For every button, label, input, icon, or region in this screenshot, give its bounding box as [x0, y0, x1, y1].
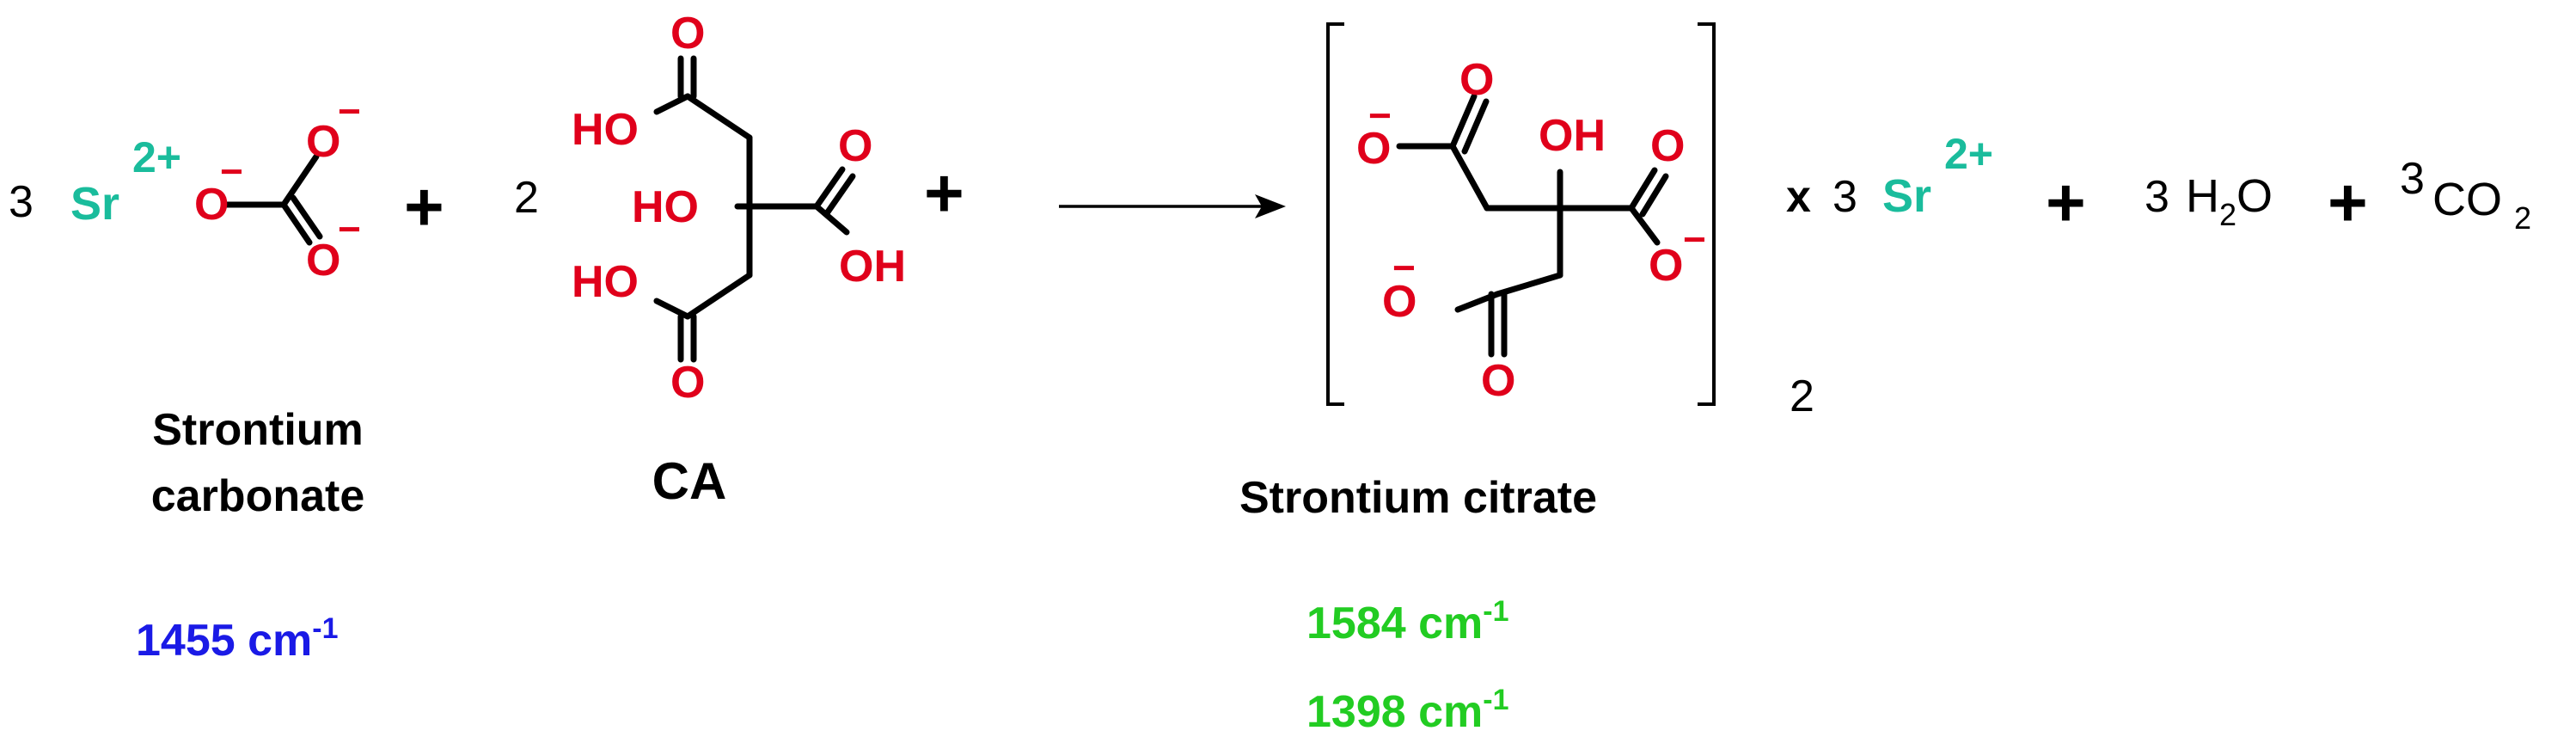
- oxygen-atom: O: [838, 121, 872, 171]
- multiplication-sign: x: [1786, 172, 1811, 222]
- bracket-subscript: 2: [1790, 372, 1814, 421]
- plus-sign: +: [924, 155, 964, 231]
- minus-charge: −: [1392, 245, 1416, 290]
- hydroxyl-group: HO: [632, 182, 699, 232]
- hydroxyl-group: HO: [572, 257, 639, 307]
- oxygen-atom: O: [306, 236, 340, 286]
- c-oh-bond: [653, 93, 691, 115]
- minus-charge: −: [338, 206, 361, 251]
- c-o-double-bond: [813, 166, 846, 210]
- c-o-single-bond: [1628, 205, 1661, 246]
- sr-ion-charge: 2+: [1944, 130, 1993, 178]
- label-ca: CA: [652, 452, 727, 510]
- label-strontium-carbonate-line1: Strontium: [152, 405, 364, 455]
- hydroxyl-group: OH: [1539, 111, 1606, 161]
- wavenumber-carbonate: 1455 cm-1: [136, 612, 339, 666]
- minus-charge: −: [1683, 217, 1706, 261]
- oxygen-atom: O: [194, 180, 229, 230]
- c-o-double-bond: [290, 194, 323, 240]
- sr-ion-charge: 2+: [132, 133, 181, 181]
- c-oh-bond: [653, 298, 691, 320]
- c-o-double-bond: [823, 173, 856, 217]
- plus-sign: +: [2046, 164, 2086, 241]
- water-formula: H2O: [2186, 170, 2273, 232]
- citric-acid-skeleton: [653, 55, 856, 363]
- sr-ion-symbol: Sr: [1882, 170, 1931, 222]
- wavenumber-citrate-2: 1398 cm-1: [1306, 684, 1509, 737]
- coefficient-sr-carbonate: 3: [9, 177, 34, 227]
- c-o-double-bond: [1449, 93, 1478, 150]
- hydroxyl-group: OH: [839, 242, 906, 292]
- minus-charge: −: [338, 89, 361, 133]
- hydroxyl-group: HO: [572, 105, 639, 155]
- sr-ion-symbol: Sr: [70, 178, 119, 230]
- c-o-double-bond: [1628, 167, 1658, 212]
- oxygen-atom: O: [1356, 124, 1391, 174]
- right-bracket: [1698, 22, 1716, 406]
- c-c-bond: [1449, 143, 1490, 212]
- wavenumber-citrate-1: 1584 cm-1: [1306, 595, 1509, 648]
- oxygen-atom: O: [1382, 277, 1416, 327]
- plus-sign: +: [2328, 164, 2368, 241]
- c-o-single-bond: [280, 153, 320, 208]
- oxygen-atom: O: [1649, 241, 1683, 291]
- c-c-bond: [684, 272, 753, 320]
- coefficient-co2: 3: [2400, 154, 2425, 204]
- carbonate-anion: O − O − O −: [194, 89, 361, 286]
- c-oh-bond: [813, 203, 850, 236]
- minus-charge: −: [220, 149, 243, 193]
- oxygen-atom: O: [1650, 121, 1685, 171]
- oxygen-atom: O: [670, 358, 705, 408]
- c-o-double-bond: [1639, 173, 1669, 218]
- coefficient-ca: 2: [514, 173, 539, 223]
- citric-acid-reactant: 2 O HO HO O OH HO O CA: [514, 9, 906, 510]
- coefficient-sr-product: 3: [1833, 172, 1857, 222]
- c-c-bond: [1494, 272, 1563, 298]
- coefficient-h2o: 3: [2145, 172, 2169, 222]
- c-o-double-bond: [280, 201, 313, 246]
- citrate-skeleton: [1396, 93, 1669, 358]
- oxygen-atom: O: [306, 117, 340, 167]
- reaction-arrow: [1059, 194, 1286, 218]
- plus-sign: +: [404, 169, 444, 245]
- c-c-bond: [684, 93, 753, 141]
- left-bracket: [1326, 22, 1344, 406]
- oxygen-atom: O: [1481, 356, 1515, 406]
- minus-charge: −: [1368, 93, 1392, 138]
- oxygen-atom: O: [1459, 55, 1494, 105]
- oxygen-atom: O: [670, 9, 705, 58]
- c-o-double-bond: [1461, 98, 1490, 155]
- label-strontium-carbonate-line2: carbonate: [151, 471, 365, 521]
- strontium-carbonate-reactant: 3 Sr 2+ O − O − O − Strontium carbonate …: [9, 89, 364, 666]
- strontium-citrate-product: O OH O − O O − O − O 2 Strontium citrate…: [1239, 22, 1814, 737]
- label-strontium-citrate: Strontium citrate: [1239, 473, 1597, 523]
